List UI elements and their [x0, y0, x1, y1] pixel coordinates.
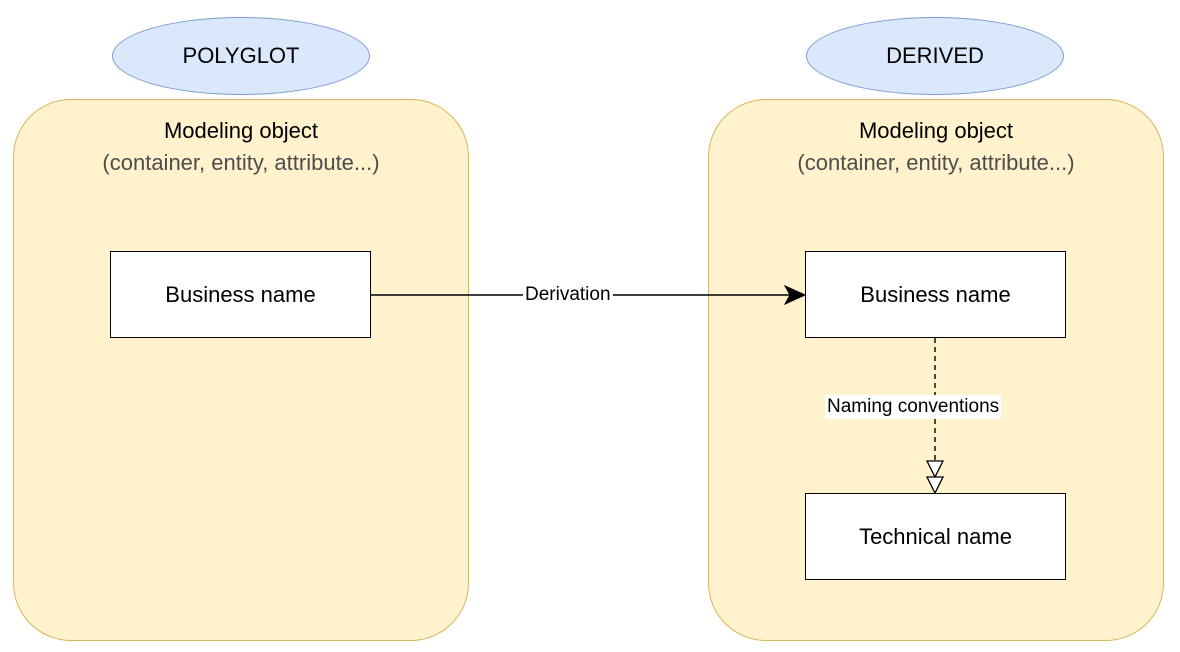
polyglot-badge: POLYGLOT [112, 17, 370, 95]
right-panel-subtitle: (container, entity, attribute...) [797, 150, 1075, 175]
left-modeling-object-panel: Modeling object (container, entity, attr… [13, 99, 469, 641]
naming-arrowhead-lower [925, 476, 945, 495]
derivation-label: Derivation [523, 283, 613, 307]
derivation-arrowhead [783, 284, 807, 306]
left-panel-title: Modeling object [163, 118, 319, 143]
derived-badge: DERIVED [806, 17, 1064, 95]
right-business-name-box: Business name [805, 251, 1066, 338]
naming-conventions-label: Naming conventions [825, 395, 1002, 419]
naming-arrowhead-upper [925, 460, 945, 479]
left-business-name-box: Business name [110, 251, 371, 338]
left-panel-subtitle: (container, entity, attribute...) [102, 150, 380, 175]
technical-name-box: Technical name [805, 493, 1066, 580]
right-panel-title: Modeling object [858, 118, 1014, 143]
